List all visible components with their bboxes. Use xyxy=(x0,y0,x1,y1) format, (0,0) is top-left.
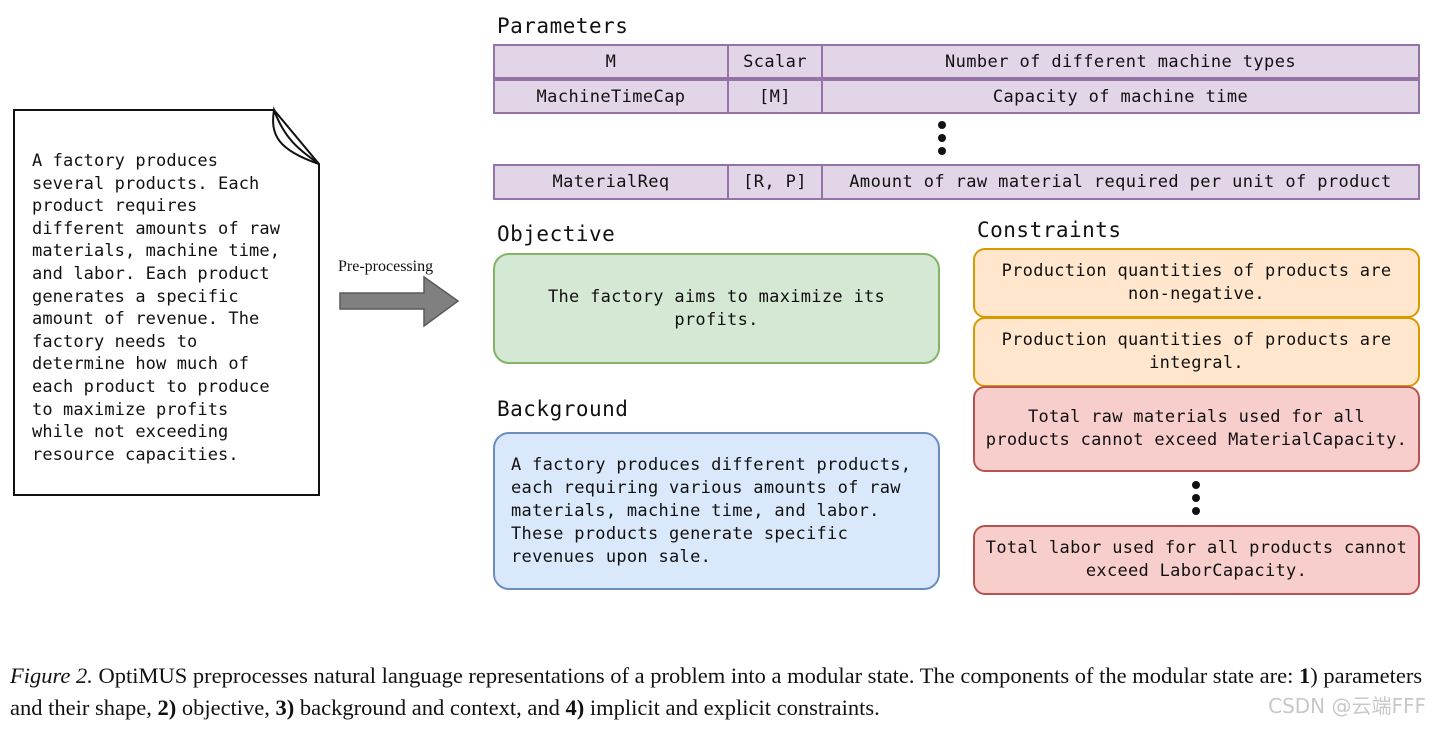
constraint-explicit-box: Total raw materials used for all product… xyxy=(973,386,1420,472)
objective-title: Objective xyxy=(497,222,616,246)
constraint-implicit-box: Production quantities of products are in… xyxy=(973,317,1420,387)
param-description-cell: Capacity of machine time xyxy=(821,79,1420,114)
parameters-title: Parameters xyxy=(497,14,629,38)
param-description-cell: Number of different machine types xyxy=(821,44,1420,79)
arrow-label: Pre-processing xyxy=(338,258,434,275)
constraint-implicit-box: Production quantities of products are no… xyxy=(973,248,1420,318)
caption-text: background and context, and xyxy=(294,695,566,720)
param-description-cell: Amount of raw material required per unit… xyxy=(821,164,1420,200)
param-name-cell: MachineTimeCap xyxy=(493,79,729,114)
caption-text: ) parameters and their shape, xyxy=(10,663,1423,720)
figure-label: Figure 2. xyxy=(10,663,93,688)
figure-caption: Figure 2. OptiMUS preprocesses natural l… xyxy=(10,660,1425,724)
background-text: A factory produces different products, e… xyxy=(511,454,912,567)
problem-document-icon xyxy=(13,106,320,496)
constraint-text: Production quantities of products are in… xyxy=(1001,330,1392,373)
watermark: CSDN @云端FFF xyxy=(1268,694,1426,718)
ellipsis-dots-icon xyxy=(1192,481,1200,520)
constraint-explicit-box: Total labor used for all products cannot… xyxy=(973,525,1420,595)
background-title: Background xyxy=(497,397,629,421)
ellipsis-dots-icon xyxy=(938,121,946,160)
param-shape-cell: Scalar xyxy=(727,44,823,79)
problem-description-text: A factory produces several products. Eac… xyxy=(32,151,281,465)
param-name-cell: MaterialReq xyxy=(493,164,729,200)
constraint-text: Total labor used for all products cannot… xyxy=(985,538,1408,581)
param-name-cell: M xyxy=(493,44,729,79)
constraint-text: Production quantities of products are no… xyxy=(1001,261,1392,304)
caption-number: 3) xyxy=(275,695,295,720)
objective-text: The factory aims to maximize its profits… xyxy=(547,286,886,330)
caption-text: implicit and explicit constraints. xyxy=(584,695,880,720)
caption-text: objective, xyxy=(176,695,276,720)
constraint-text: Total raw materials used for all product… xyxy=(985,407,1408,450)
param-shape-cell: [M] xyxy=(727,79,823,114)
right-arrow-icon xyxy=(339,275,460,328)
param-shape-cell: [R, P] xyxy=(727,164,823,200)
caption-number: 4) xyxy=(565,695,585,720)
caption-text: OptiMUS preprocesses natural language re… xyxy=(92,663,1300,688)
caption-number: 1 xyxy=(1299,663,1311,688)
background-box: A factory produces different products, e… xyxy=(493,432,940,590)
constraints-title: Constraints xyxy=(977,218,1122,242)
objective-box: The factory aims to maximize its profits… xyxy=(493,253,940,364)
caption-number: 2) xyxy=(157,695,177,720)
